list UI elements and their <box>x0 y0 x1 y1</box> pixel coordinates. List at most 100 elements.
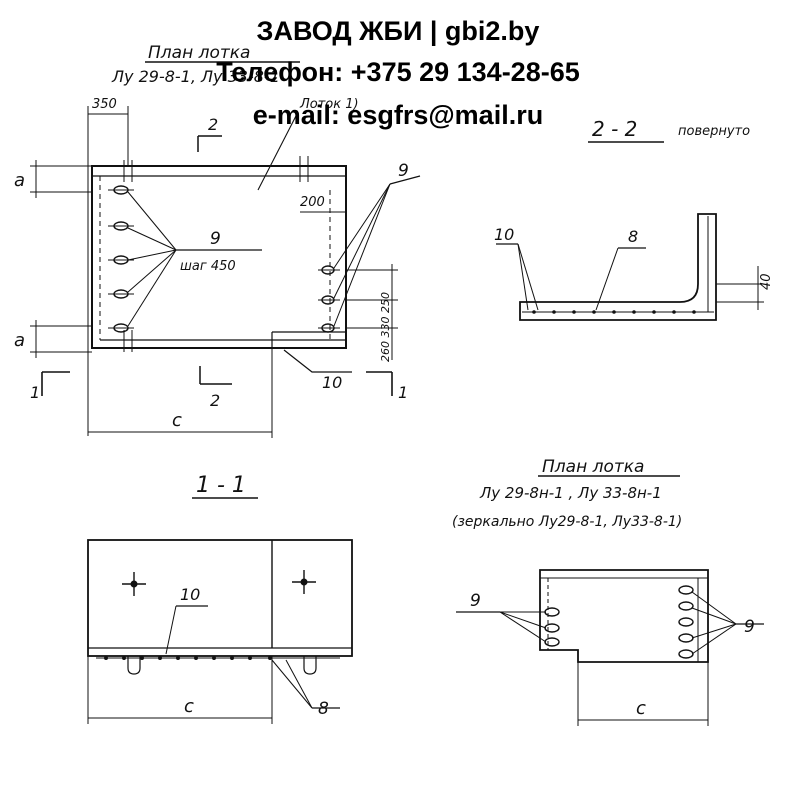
section-1-1: 1 - 1 10 <box>87 473 353 724</box>
leader-9 <box>127 227 177 251</box>
section-2-2: 2 - 2 повернуто 10 8 40 <box>494 117 774 321</box>
section-1-1-callout-10: 10 <box>180 585 200 604</box>
dim-c: c <box>172 410 182 431</box>
rebar-dot <box>552 310 556 314</box>
loop <box>678 617 694 627</box>
lotok-label: Лоток 1) <box>299 97 359 112</box>
plan-1-title: План лотка <box>148 43 250 63</box>
leader-10 <box>517 243 539 311</box>
right-loops <box>318 265 340 333</box>
rebar-dot <box>612 310 616 314</box>
lifting-loop <box>303 656 317 675</box>
plan-1: План лотка Лу 29-8-1, Лу 33-8-1 Лоток 1)… <box>14 43 421 438</box>
leader-9 <box>127 249 177 327</box>
rebar-dot <box>632 310 636 314</box>
watermark-company: ЗАВОД ЖБИ | gbi2.by <box>257 16 540 46</box>
callout-9-step: шаг 450 <box>180 259 236 274</box>
loop <box>678 585 694 595</box>
lotok-leader <box>257 111 299 191</box>
leader-9-right <box>691 623 737 639</box>
section-2-2-dim-40: 40 <box>759 273 774 290</box>
dim-a-top: a <box>14 170 25 191</box>
leader-9-right-shelf <box>389 175 421 185</box>
leader-8 <box>285 659 313 709</box>
rebar-dot <box>532 310 536 314</box>
rebar-dots <box>104 656 272 660</box>
leader-10 <box>283 349 352 373</box>
right-loops <box>678 585 694 659</box>
dims-right-stack: 260 330 250 <box>379 292 392 362</box>
plan-2-callout-9-right: 9 <box>744 617 755 637</box>
rebar-dot <box>104 656 108 660</box>
leader-8 <box>595 247 619 311</box>
rebar-dot <box>230 656 234 660</box>
section-2-2-callout-8: 8 <box>628 227 638 246</box>
section-2-2-title: 2 - 2 <box>592 117 637 141</box>
section-2-2-note: повернуто <box>678 124 750 139</box>
dim-a-bottom: a <box>14 330 25 351</box>
section-2-2-profile <box>519 213 717 321</box>
watermark-email: e-mail: esgfrs@mail.ru <box>253 100 543 130</box>
loop <box>678 633 694 643</box>
rebar-dot <box>122 656 126 660</box>
rebar-dot <box>572 310 576 314</box>
section-1-1-dim-c: c <box>184 696 194 717</box>
plan-2-dim-c: c <box>636 698 646 719</box>
section-1-1-callout-8: 8 <box>318 699 329 719</box>
mark-hole <box>130 580 138 588</box>
leader-9-right <box>333 183 391 327</box>
lotok-outline <box>91 165 347 349</box>
watermark-phone: Телефон: +375 29 134-28-65 <box>216 57 580 87</box>
dim-200: 200 <box>300 195 325 210</box>
mark-hole <box>300 578 308 586</box>
loop <box>678 649 694 659</box>
lifting-loop <box>127 656 141 675</box>
rebar-dot <box>140 656 144 660</box>
plan-2-title: План лотка <box>542 457 644 477</box>
loop <box>544 607 560 617</box>
plan-1-subtitle: Лу 29-8-1, Лу 33-8-1 <box>111 67 280 86</box>
section-1-right-label: 1 <box>398 383 408 402</box>
rebar-dot <box>692 310 696 314</box>
section-2-2-callout-10: 10 <box>494 225 514 244</box>
plan-2-mirror-note: (зеркально Лу29-8-1, Лу33-8-1) <box>452 514 682 530</box>
leader-10 <box>165 605 177 655</box>
section-1-1-title: 1 - 1 <box>196 473 246 498</box>
left-loops <box>108 185 134 333</box>
left-loops <box>544 607 560 647</box>
mounting-marks <box>122 570 316 596</box>
rebar-dot <box>158 656 162 660</box>
section-1-1-outline <box>87 539 353 657</box>
callout-9-left: 9 <box>210 229 221 249</box>
leader-9 <box>127 249 177 261</box>
rebar-dot <box>248 656 252 660</box>
leader-8 <box>271 659 313 709</box>
rebar-dot <box>672 310 676 314</box>
leader-9 <box>499 611 547 629</box>
leader-9-right <box>333 183 391 269</box>
plan-2: План лотка Лу 29-8н-1 , Лу 33-8н-1 (зерк… <box>452 457 764 726</box>
rebar-dot <box>194 656 198 660</box>
rebar-dot <box>592 310 596 314</box>
leader-9 <box>127 191 177 251</box>
leader-9 <box>127 249 177 293</box>
rebar-dot <box>176 656 180 660</box>
rebar-dot <box>652 310 656 314</box>
leader-9-right <box>333 183 391 299</box>
watermark: ЗАВОД ЖБИ | gbi2.by Телефон: +375 29 134… <box>216 16 580 130</box>
leader-9-right <box>691 591 737 625</box>
rebar-dot <box>212 656 216 660</box>
leader-9-right <box>691 623 737 655</box>
section-1-left-label: 1 <box>30 383 40 402</box>
leader-9 <box>499 611 547 643</box>
plan-2-subtitle: Лу 29-8н-1 , Лу 33-8н-1 <box>479 484 662 502</box>
section-2-top-label: 2 <box>208 115 218 134</box>
dim-350: 350 <box>92 97 117 112</box>
loop <box>544 623 560 633</box>
callout-10: 10 <box>322 373 342 392</box>
callout-9-right: 9 <box>398 161 409 181</box>
leader-9-right <box>691 607 737 625</box>
loop <box>678 601 694 611</box>
